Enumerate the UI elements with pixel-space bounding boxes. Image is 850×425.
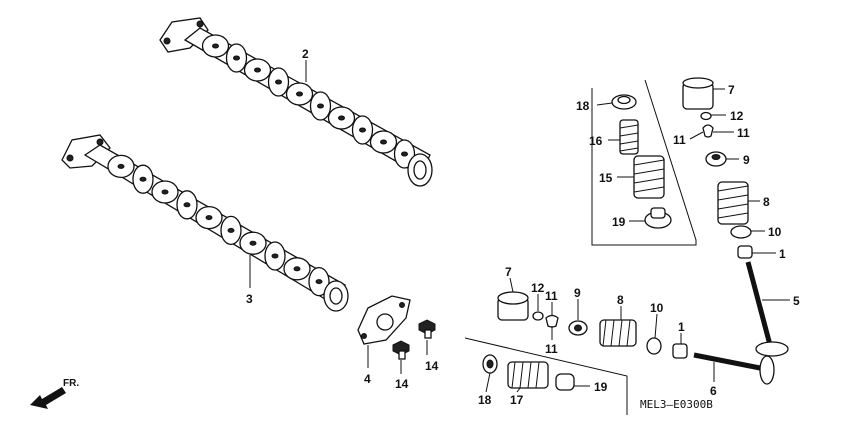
callout-12-lower: 12 bbox=[531, 281, 545, 295]
callout-9-upper: 9 bbox=[743, 153, 750, 167]
valve-5 bbox=[745, 261, 789, 357]
spring-8-lower bbox=[599, 319, 637, 347]
valve-group-upper bbox=[611, 77, 789, 357]
leader-lines bbox=[249, 60, 790, 393]
spring-16 bbox=[619, 119, 639, 155]
cam-lobe-shade bbox=[249, 240, 257, 246]
cam-lobe-shade bbox=[205, 215, 213, 221]
cam-lobe-shade bbox=[296, 91, 303, 97]
callout-19-lower: 19 bbox=[594, 380, 608, 394]
callout-labels: 2 3 4 14 14 18 16 15 19 7 12 11 11 9 8 1… bbox=[246, 47, 800, 407]
cam-lobe-shade bbox=[275, 79, 282, 85]
cam-lobe-shade bbox=[212, 43, 219, 49]
callout-5: 5 bbox=[793, 294, 800, 308]
callout-11-lower-top: 11 bbox=[545, 289, 558, 303]
front-direction-arrow: FR. bbox=[30, 378, 79, 409]
callout-11-upper-right: 11 bbox=[737, 126, 750, 140]
cam-lobe-shade bbox=[161, 189, 169, 195]
callout-11-upper-left: 11 bbox=[673, 133, 686, 147]
callout-7-upper: 7 bbox=[728, 83, 735, 97]
callout-12-upper: 12 bbox=[730, 109, 744, 123]
callout-2: 2 bbox=[302, 47, 309, 61]
camshaft-lower bbox=[61, 134, 349, 312]
spring-15 bbox=[633, 155, 665, 199]
bolt-14-b bbox=[418, 319, 436, 339]
valve-group-lower bbox=[482, 291, 775, 391]
callout-10-upper: 10 bbox=[768, 225, 782, 239]
cam-lobe-shade bbox=[380, 139, 387, 145]
group-dividers bbox=[464, 79, 697, 415]
callout-15: 15 bbox=[599, 171, 613, 185]
callout-8-lower: 8 bbox=[617, 293, 624, 307]
cam-lobe-shade bbox=[317, 103, 324, 109]
cam-lobe-shade bbox=[183, 202, 191, 208]
callout-16: 16 bbox=[589, 134, 603, 148]
spring-8-upper bbox=[717, 181, 749, 225]
direction-label: FR. bbox=[63, 378, 79, 389]
diagram-code: MEL3—E0300B bbox=[640, 398, 713, 411]
cam-lobe-shade bbox=[139, 176, 147, 182]
callout-6: 6 bbox=[710, 384, 717, 398]
callout-4: 4 bbox=[364, 372, 371, 386]
cam-lobe-shade bbox=[338, 115, 345, 121]
callout-8-upper: 8 bbox=[763, 195, 770, 209]
bolt-14-a bbox=[392, 340, 410, 360]
cam-lobe-shade bbox=[271, 253, 279, 259]
callout-17: 17 bbox=[510, 393, 524, 407]
callout-9-lower: 9 bbox=[574, 286, 581, 300]
cam-lobe-shade bbox=[117, 163, 125, 169]
spring-17 bbox=[507, 361, 549, 389]
cam-lobe-shade bbox=[254, 67, 261, 73]
callout-11-lower-bottom: 11 bbox=[545, 342, 558, 356]
camshaft-upper bbox=[159, 17, 433, 187]
callout-14-a: 14 bbox=[395, 377, 409, 391]
callout-14-b: 14 bbox=[425, 359, 439, 373]
cam-lobe-shade bbox=[359, 127, 366, 133]
callout-19-upper: 19 bbox=[612, 215, 626, 229]
valve-6 bbox=[693, 352, 775, 385]
callout-10-lower: 10 bbox=[650, 301, 664, 315]
cam-lobe-shade bbox=[233, 55, 240, 61]
callout-1-upper: 1 bbox=[779, 247, 786, 261]
cam-lobe-shade bbox=[227, 227, 235, 233]
callout-3: 3 bbox=[246, 292, 253, 306]
cam-lobe-shade bbox=[293, 266, 301, 272]
callout-1-lower: 1 bbox=[678, 320, 685, 334]
callout-18-lower: 18 bbox=[478, 393, 492, 407]
cam-lobe-shade bbox=[401, 151, 408, 157]
callout-7-lower: 7 bbox=[505, 265, 512, 279]
cam-lobe-shade bbox=[315, 279, 323, 285]
callout-18-upper: 18 bbox=[576, 99, 590, 113]
cam-plate bbox=[357, 295, 411, 345]
